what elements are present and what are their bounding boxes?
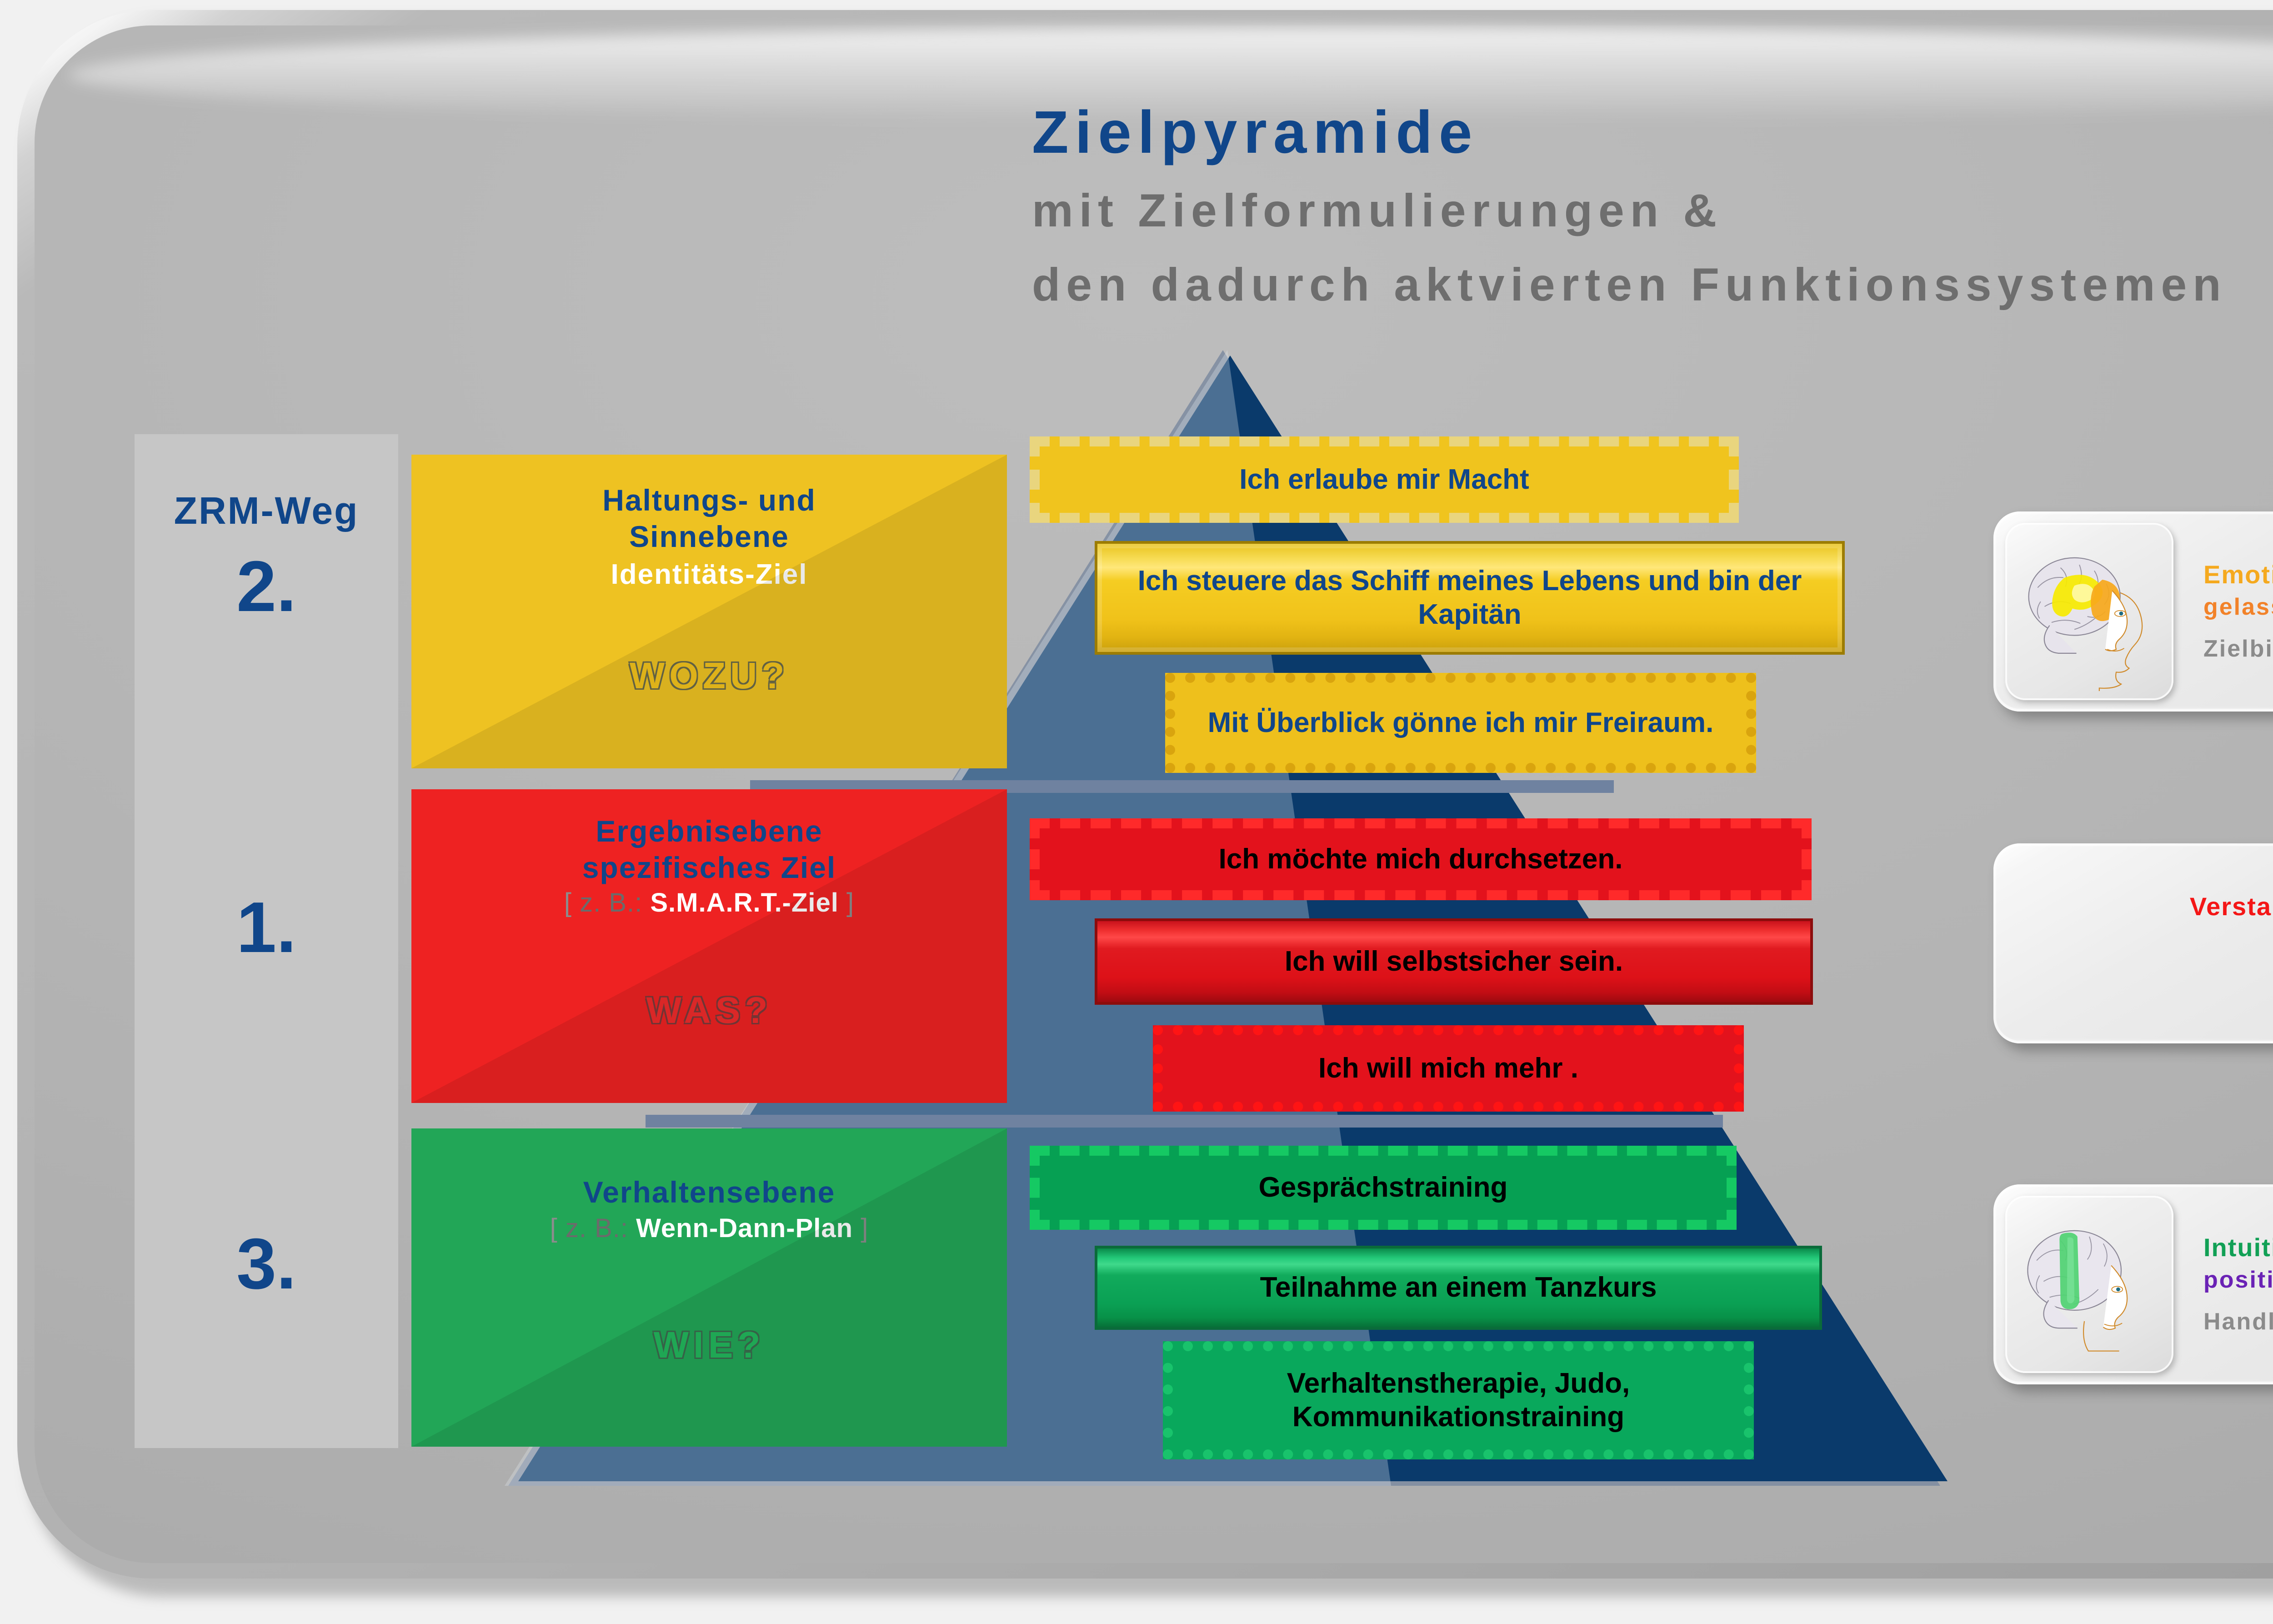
card-title: Intuitive Verhaltenssteuerung — [2203, 1233, 2273, 1262]
zrm-sidebar-panel — [135, 434, 398, 1448]
example-label: z. B.: — [580, 888, 643, 917]
bracket-open: [ — [550, 1213, 558, 1243]
statement-red-3[interactable]: Ich will mich mehr . — [1153, 1025, 1744, 1112]
example-value: Wenn-Dann-Plan — [636, 1213, 853, 1243]
brain-head-icon — [2005, 523, 2173, 700]
level-heading-line-2: spezifisches Ziel — [582, 851, 836, 884]
page-title-block: Zielpyramide mit Zielformulierungen & de… — [1032, 95, 2273, 317]
card-description: Handlungsausführung — [2203, 1308, 2273, 1335]
card-description: Handlungsplanung — [2012, 966, 2273, 996]
statement-yellow-1[interactable]: Ich erlaube mir Macht — [1030, 436, 1739, 523]
statement-yellow-3[interactable]: Mit Überblick gönne ich mir Freiraum. — [1165, 673, 1756, 773]
card-text-block: Verstand & Absichtsgedächtnis nüchtern-s… — [1993, 891, 2273, 996]
function-system-card-verstand[interactable]: Verstand & Absichtsgedächtnis nüchtern-s… — [1993, 843, 2273, 1043]
level-question-wozu: WOZU? — [629, 655, 789, 697]
zrm-step-number-bottom: 3. — [236, 1224, 296, 1304]
page-title: Zielpyramide — [1032, 99, 1479, 165]
card-title: Verstand & Absichtsgedächtnis — [2189, 892, 2273, 921]
card-subtitle: positiv-freudig — [2203, 1266, 2273, 1293]
statement-yellow-2[interactable]: Ich steuere das Schiff meines Lebens und… — [1095, 541, 1845, 655]
level-goal-type: Identitäts-Ziel — [611, 559, 808, 590]
statement-red-1[interactable]: Ich möchte mich durchsetzen. — [1030, 818, 1812, 900]
example-value: S.M.A.R.T.-Ziel — [650, 888, 839, 917]
brain-head-icon — [2005, 1196, 2173, 1373]
statement-green-1[interactable]: Gesprächstraining — [1030, 1146, 1737, 1230]
level-block-verhaltensebene[interactable]: Verhaltensebene [ z. B.: Wenn-Dann-Plan … — [411, 1128, 1007, 1447]
bracket-open: [ — [564, 888, 572, 917]
statement-green-3[interactable]: Verhaltenstherapie, Judo, Kommunikations… — [1163, 1341, 1754, 1459]
card-text-block: Emotionales Erfahrungsgedächtnis gelasse… — [2185, 559, 2273, 664]
function-system-card-intuitive[interactable]: Intuitive Verhaltenssteuerung positiv-fr… — [1993, 1184, 2273, 1384]
card-subtitle: nüchtern-sachlich — [2012, 924, 2273, 954]
card-text-block: Intuitive Verhaltenssteuerung positiv-fr… — [2185, 1232, 2273, 1337]
pyramid-divider-lower — [646, 1115, 1723, 1128]
level-heading-line-1: Haltungs- und — [602, 483, 816, 517]
zrm-step-number-middle: 1. — [236, 887, 296, 967]
function-system-card-emotional[interactable]: Emotionales Erfahrungsgedächtnis gelasse… — [1993, 511, 2273, 712]
bracket-close: ] — [846, 888, 855, 917]
page-subtitle-line-2: den dadurch aktvierten Funktionssystemen — [1032, 258, 2227, 311]
brain-head-illustration — [2027, 1230, 2128, 1352]
level-example-wenn-dann: [ z. B.: Wenn-Dann-Plan ] — [411, 1213, 1007, 1243]
page-subtitle-line-1: mit Zielformulierungen & — [1032, 185, 1723, 237]
level-heading-line-1: Ergebnisebene — [596, 814, 823, 848]
level-example-smart: [ z. B.: S.M.A.R.T.-Ziel ] — [411, 887, 1007, 918]
card-description: Zielbildung & Ergebnisverwertung — [2203, 635, 2273, 662]
bracket-close: ] — [861, 1213, 869, 1243]
level-heading-line-1: Verhaltensebene — [583, 1175, 836, 1209]
level-question-wie: WIE? — [653, 1324, 765, 1366]
brain-head-illustration — [2028, 557, 2143, 691]
statement-red-2[interactable]: Ich will selbstsicher sein. — [1095, 918, 1813, 1005]
level-question-was: WAS? — [646, 990, 772, 1031]
level-block-ergebnisebene[interactable]: Ergebnisebene spezifisches Ziel [ z. B.:… — [411, 789, 1007, 1103]
level-block-haltungs-sinnebene[interactable]: Haltungs- und Sinnebene Identitäts-Ziel … — [411, 455, 1007, 768]
level-heading-line-2: Sinnebene — [629, 520, 789, 553]
zrm-step-number-top: 2. — [236, 546, 296, 627]
panel-gloss-highlight — [68, 27, 2273, 123]
statement-green-2[interactable]: Teilnahme an einem Tanzkurs — [1095, 1246, 1822, 1330]
card-title: Emotionales Erfahrungsgedächtnis — [2203, 560, 2273, 589]
card-subtitle: gelassen-entspannt — [2203, 593, 2273, 620]
zrm-sidebar-label: ZRM-Weg — [174, 489, 359, 532]
example-label: z. B.: — [565, 1213, 629, 1243]
